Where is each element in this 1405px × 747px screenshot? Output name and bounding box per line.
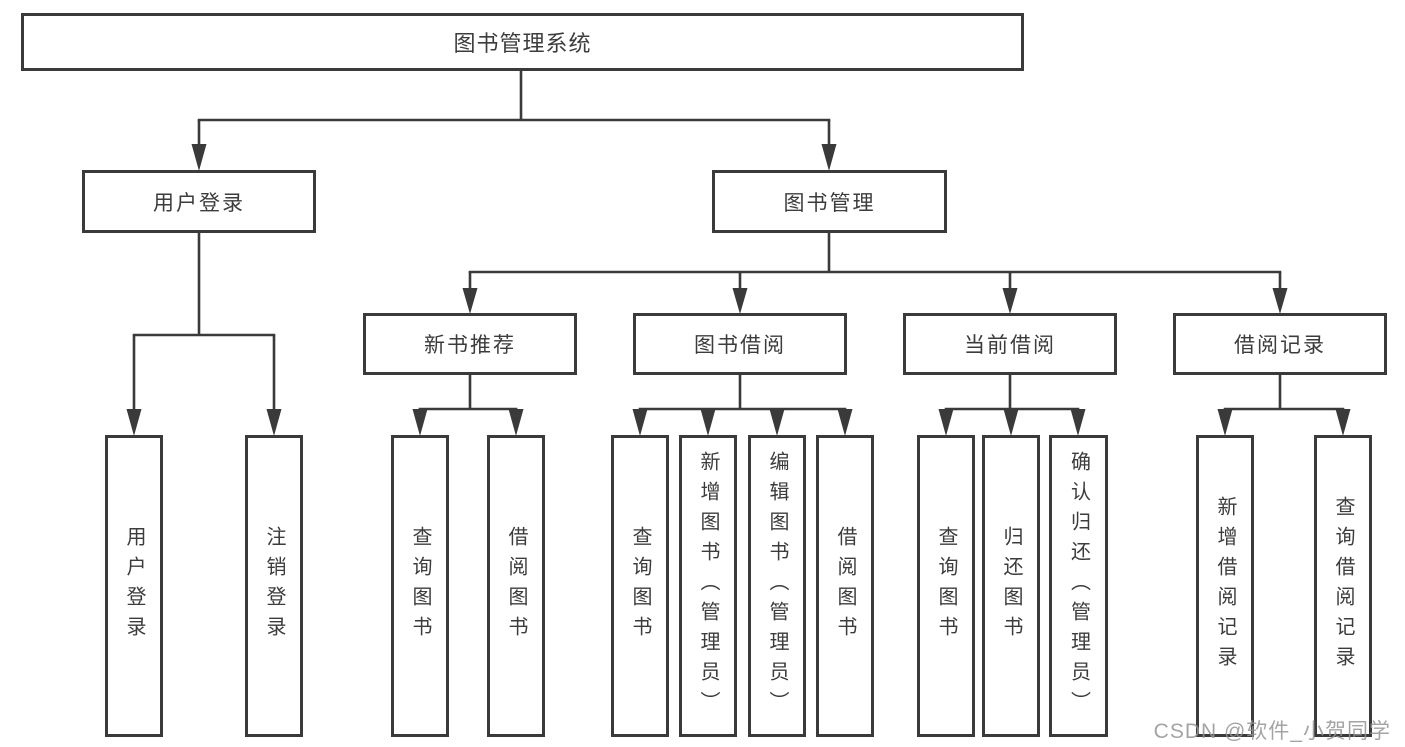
leaf-add-borrow-record: 新增借阅记录 <box>1196 435 1254 737</box>
leaf-query-borrow-record: 查询借阅记录 <box>1314 435 1372 737</box>
leaf-logout: 注销登录 <box>245 435 303 737</box>
leaf-recommend-borrow-books: 借阅图书 <box>487 435 545 737</box>
node-book-management-label: 图书管理 <box>783 191 876 215</box>
leaf-recommend-query-books: 查询图书 <box>391 435 449 737</box>
leaf-return-books: 归还图书 <box>982 435 1040 737</box>
node-user-login: 用户登录 <box>82 170 316 233</box>
node-user-login-label: 用户登录 <box>153 191 245 215</box>
watermark: CSDN @软件_小贺同学 <box>1153 720 1391 743</box>
node-book-borrowing-label: 图书借阅 <box>694 334 786 357</box>
leaf-borrowing-query-books: 查询图书 <box>611 435 669 737</box>
node-borrowing-records: 借阅记录 <box>1173 313 1387 375</box>
node-library-system-label: 图书管理系统 <box>453 31 592 56</box>
node-new-book-recommend-label: 新书推荐 <box>424 334 516 357</box>
leaf-edit-books-admin: 编辑图书（管理员） <box>748 435 806 737</box>
node-book-borrowing: 图书借阅 <box>633 313 847 375</box>
leaf-current-query-books: 查询图书 <box>917 435 975 737</box>
leaf-borrowing-borrow-books: 借阅图书 <box>816 435 874 737</box>
node-library-system: 图书管理系统 <box>21 13 1024 71</box>
node-borrowing-records-label: 借阅记录 <box>1234 334 1326 357</box>
node-new-book-recommend: 新书推荐 <box>363 313 577 375</box>
leaf-add-books-admin: 新增图书（管理员） <box>679 435 737 737</box>
node-book-management: 图书管理 <box>712 170 947 233</box>
node-current-borrowing: 当前借阅 <box>903 313 1117 375</box>
node-current-borrowing-label: 当前借阅 <box>964 334 1056 357</box>
leaf-user-login: 用户登录 <box>105 435 163 737</box>
leaf-confirm-return-admin: 确认归还（管理员） <box>1049 435 1108 737</box>
